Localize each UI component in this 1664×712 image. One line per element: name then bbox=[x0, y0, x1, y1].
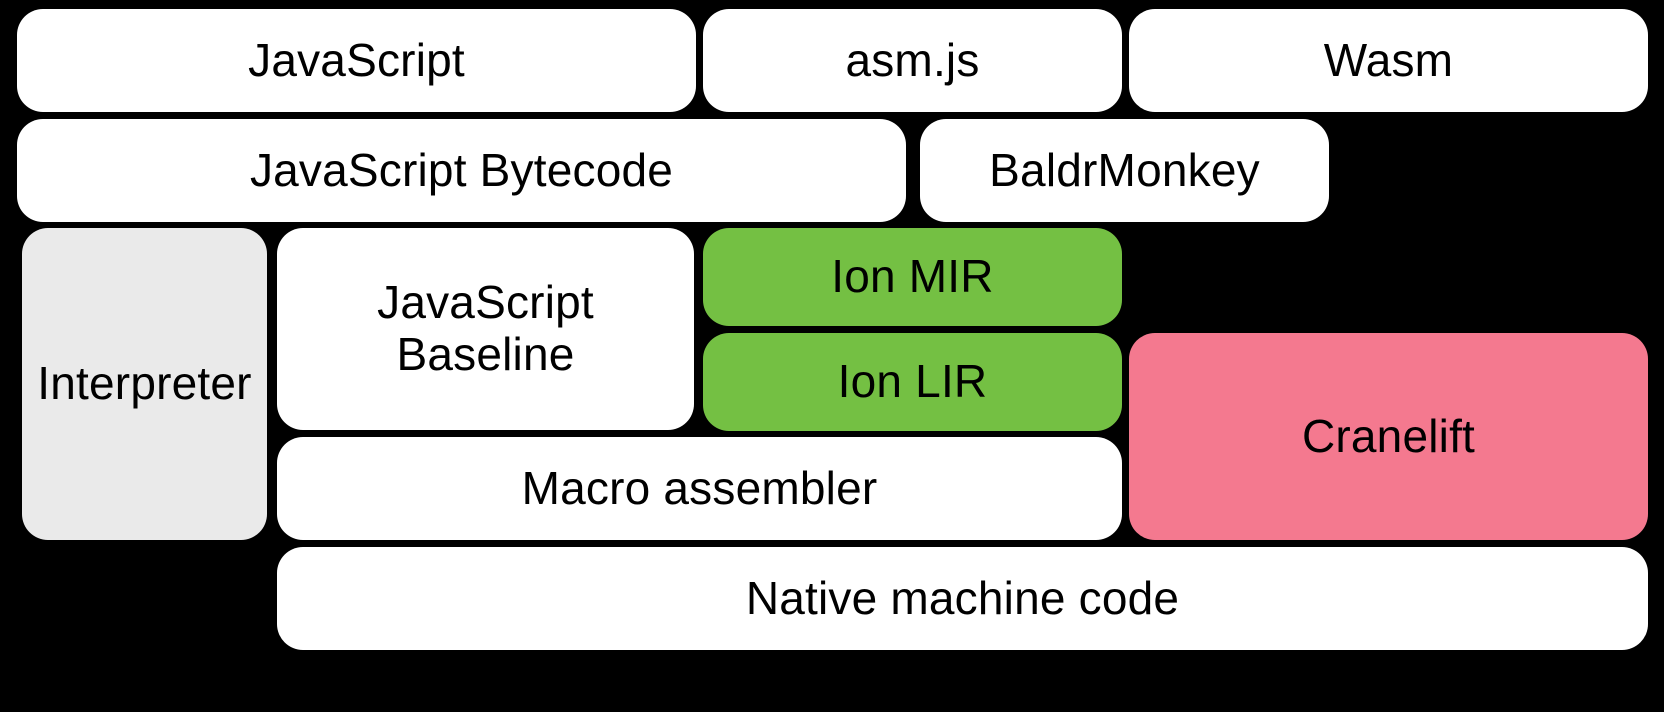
node-asm-js: asm.js bbox=[703, 9, 1122, 112]
node-interpreter: Interpreter bbox=[22, 228, 267, 540]
node-cranelift: Cranelift bbox=[1129, 333, 1648, 540]
node-javascript-bytecode: JavaScript Bytecode bbox=[17, 119, 906, 222]
node-ion-lir: Ion LIR bbox=[703, 333, 1122, 431]
node-ion-mir: Ion MIR bbox=[703, 228, 1122, 326]
node-javascript: JavaScript bbox=[17, 9, 696, 112]
node-macro-assembler: Macro assembler bbox=[277, 437, 1122, 540]
node-wasm: Wasm bbox=[1129, 9, 1648, 112]
node-javascript-baseline: JavaScript Baseline bbox=[277, 228, 694, 430]
node-native-machine-code: Native machine code bbox=[277, 547, 1648, 650]
node-baldrmonkey: BaldrMonkey bbox=[920, 119, 1329, 222]
